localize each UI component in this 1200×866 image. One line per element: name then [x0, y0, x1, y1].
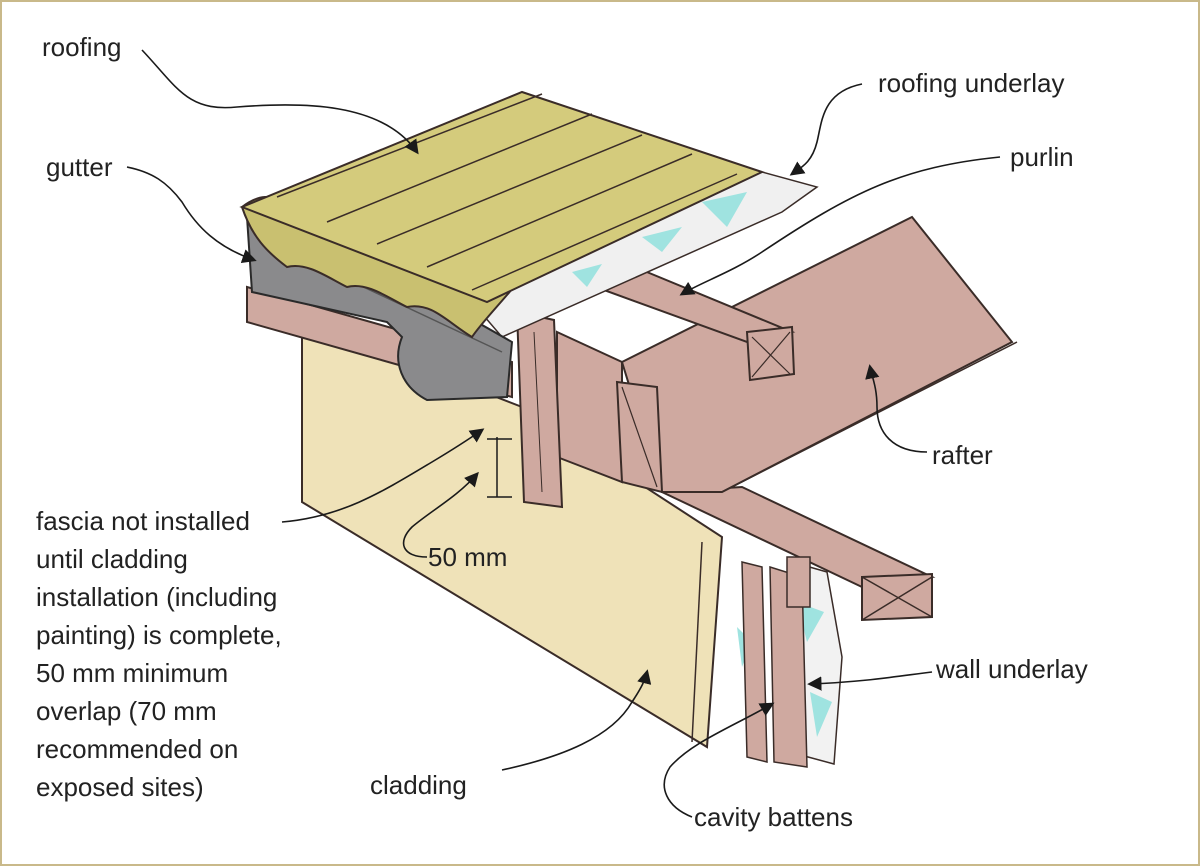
- label-rafter: rafter: [932, 440, 993, 470]
- corrugated-roofing-sheet: [239, 90, 765, 339]
- fascia-note-line: fascia not installed: [36, 506, 250, 536]
- leader-wall-underlay: [807, 671, 933, 691]
- label-roofing: roofing: [42, 32, 122, 62]
- fascia-note-line: installation (including: [36, 582, 278, 612]
- fascia-note-line: recommended on: [36, 734, 239, 764]
- leader-roofing: [141, 49, 419, 155]
- fascia-note-line: until cladding: [36, 544, 188, 574]
- leader-cladding: [501, 669, 652, 771]
- leader-cavity-battens: [663, 702, 775, 818]
- leader-roofing-underlay: [789, 83, 863, 176]
- label-cladding: cladding: [370, 770, 467, 800]
- label-dimension-50mm: 50 mm: [428, 542, 508, 572]
- leader-gutter: [126, 166, 257, 263]
- label-wall-underlay: wall underlay: [936, 654, 1088, 684]
- leader-purlin: [679, 156, 1001, 296]
- dimension-marker: [487, 437, 512, 498]
- fascia-note-line: overlap (70 mm: [36, 696, 217, 726]
- label-roofing-underlay: roofing underlay: [878, 68, 1065, 98]
- fascia-note-line: 50 mm minimum: [36, 658, 229, 688]
- purlin-beam: [578, 268, 796, 382]
- top-plate: [556, 330, 664, 494]
- leader-50mm: [402, 471, 479, 558]
- fascia-note-line: painting) is complete,: [36, 620, 282, 650]
- wall-plate: [658, 485, 936, 622]
- label-purlin: purlin: [1010, 142, 1074, 172]
- fascia-board: [515, 310, 564, 509]
- fascia-note-line: exposed sites): [36, 772, 204, 802]
- label-gutter: gutter: [46, 152, 113, 182]
- leader-fascia-note: [281, 428, 485, 523]
- leader-rafter: [865, 364, 928, 453]
- label-cavity-battens: cavity battens: [694, 802, 853, 832]
- fascia-note: fascia not installed until cladding inst…: [36, 502, 336, 806]
